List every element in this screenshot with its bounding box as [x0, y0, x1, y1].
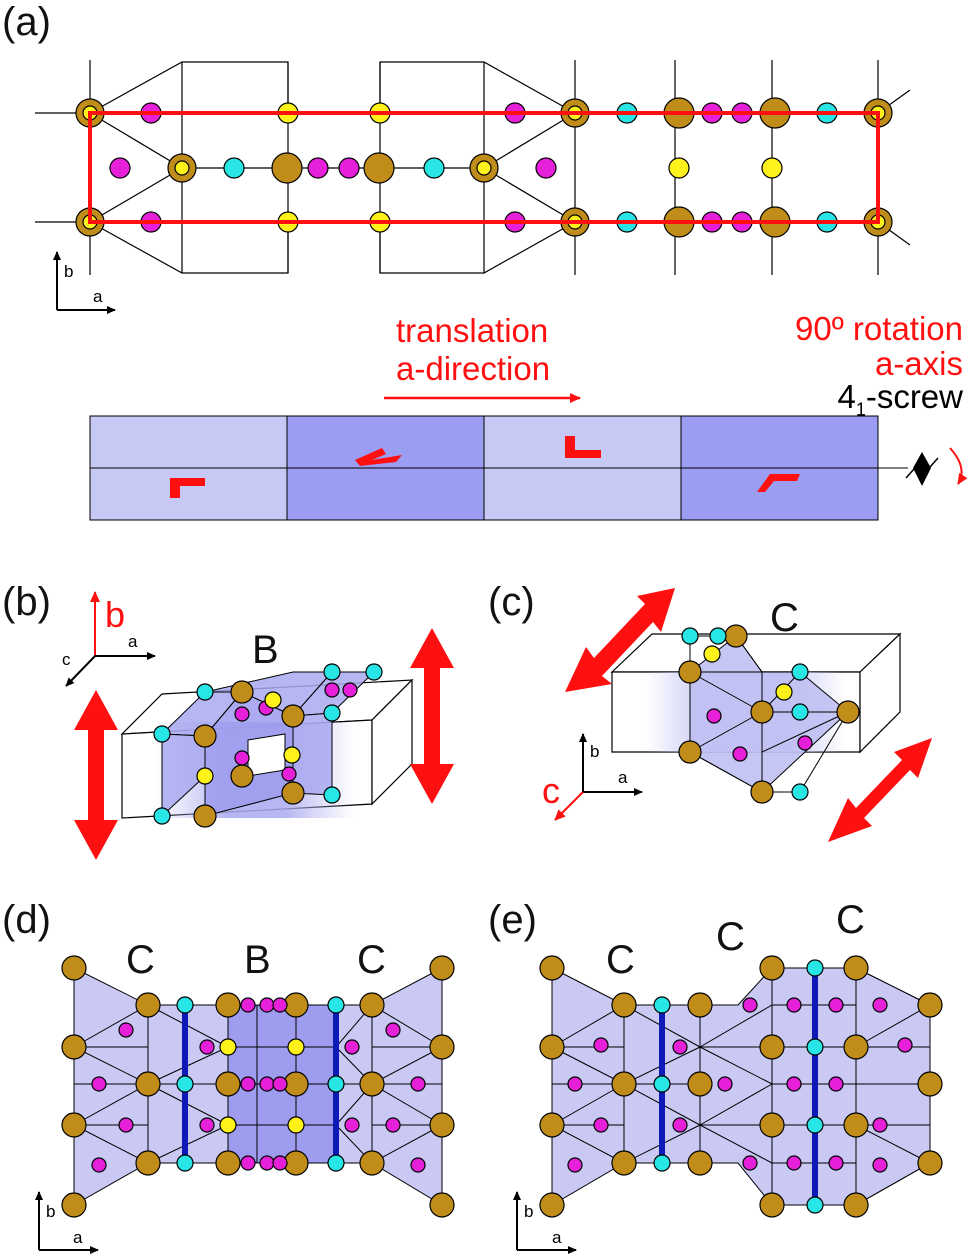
- axis-label-a-b-panel: a: [128, 632, 138, 651]
- block-label-e-1: C: [606, 938, 635, 982]
- block-label-d-2: B: [244, 938, 271, 982]
- block-label-e-2: C: [716, 915, 745, 959]
- unit-cell-outline: [88, 111, 880, 224]
- symmetry-blocks: [89, 415, 908, 521]
- screw-label-sub: 1: [855, 399, 866, 420]
- screw-axis-icon: [905, 452, 939, 486]
- axis-label-b-e-panel: b: [524, 1202, 534, 1221]
- block-label-d-1: C: [126, 938, 155, 982]
- axis-label-c-red: c: [542, 770, 560, 811]
- translation-line1: translation: [396, 312, 549, 349]
- block-label-d-3: C: [357, 938, 386, 982]
- axis-label-b-red: b: [105, 594, 126, 635]
- block-label-c: C: [770, 596, 799, 640]
- rotation-line1: 90º rotation: [795, 310, 963, 347]
- axes-a-panel: [53, 251, 116, 314]
- screw-label: 41-screw: [837, 378, 963, 421]
- panel-label-b: (b): [2, 580, 51, 624]
- l-markers: [170, 436, 800, 498]
- panel-label-d: (d): [2, 898, 51, 942]
- panel-d-structure: [35, 955, 455, 1254]
- axis-label-a-d-panel: a: [73, 1228, 83, 1247]
- axis-label-a: a: [93, 287, 103, 306]
- axis-label-a-c-panel: a: [618, 768, 628, 787]
- panel-c-structure: [554, 588, 932, 842]
- screw-label-rest: -screw: [865, 378, 963, 415]
- panel-label-c: (c): [488, 580, 535, 624]
- axis-label-c-b-panel: c: [62, 650, 71, 669]
- axis-label-b-c-panel: b: [590, 742, 600, 761]
- screw-label-number: 4: [837, 378, 856, 415]
- rotation-arrow-icon: [949, 447, 967, 485]
- panel-label-e: (e): [488, 898, 537, 942]
- axis-label-a-e-panel: a: [552, 1228, 562, 1247]
- translation-line2: a-direction: [396, 350, 551, 387]
- panel-a-structure: [35, 60, 911, 314]
- block-label-e-3: C: [836, 898, 865, 942]
- panel-label-a: (a): [2, 0, 51, 44]
- axis-label-b-d-panel: b: [46, 1202, 56, 1221]
- rotation-line2: a-axis: [874, 345, 963, 382]
- panel-b-structure: [65, 591, 454, 860]
- block-label-b: B: [252, 628, 279, 672]
- axis-label-b: b: [64, 262, 74, 281]
- panel-e-structure: [513, 955, 943, 1254]
